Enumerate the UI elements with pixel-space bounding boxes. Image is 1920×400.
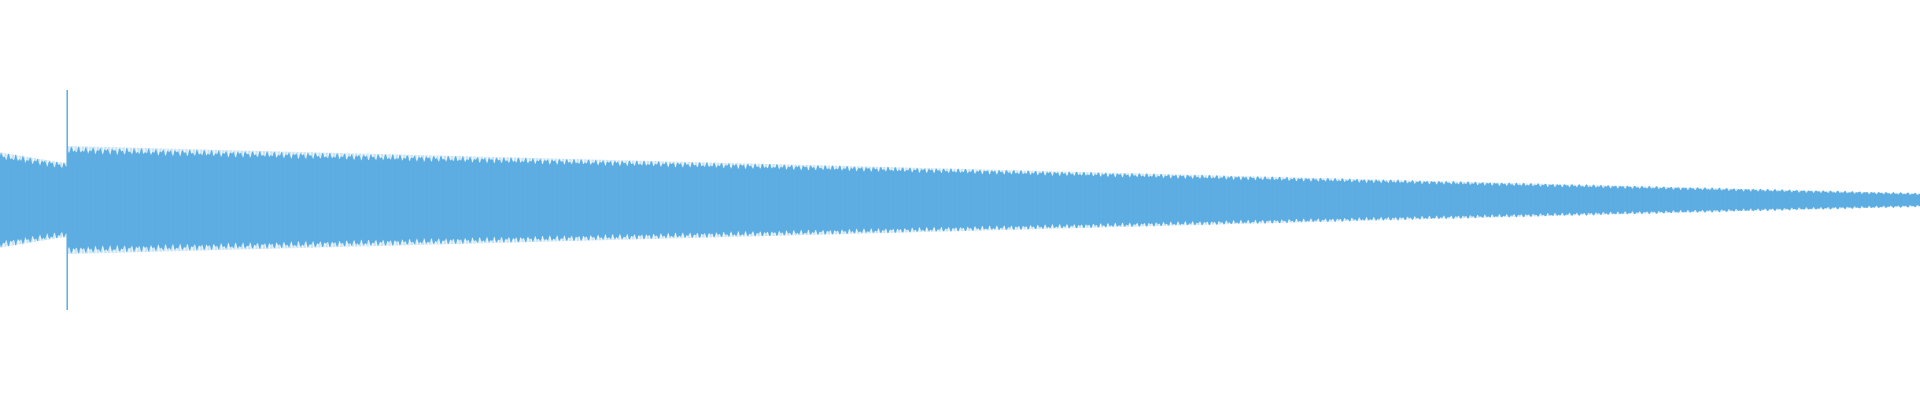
- waveform-trace: [0, 90, 1920, 310]
- waveform-cycle-lines: [0, 146, 1919, 254]
